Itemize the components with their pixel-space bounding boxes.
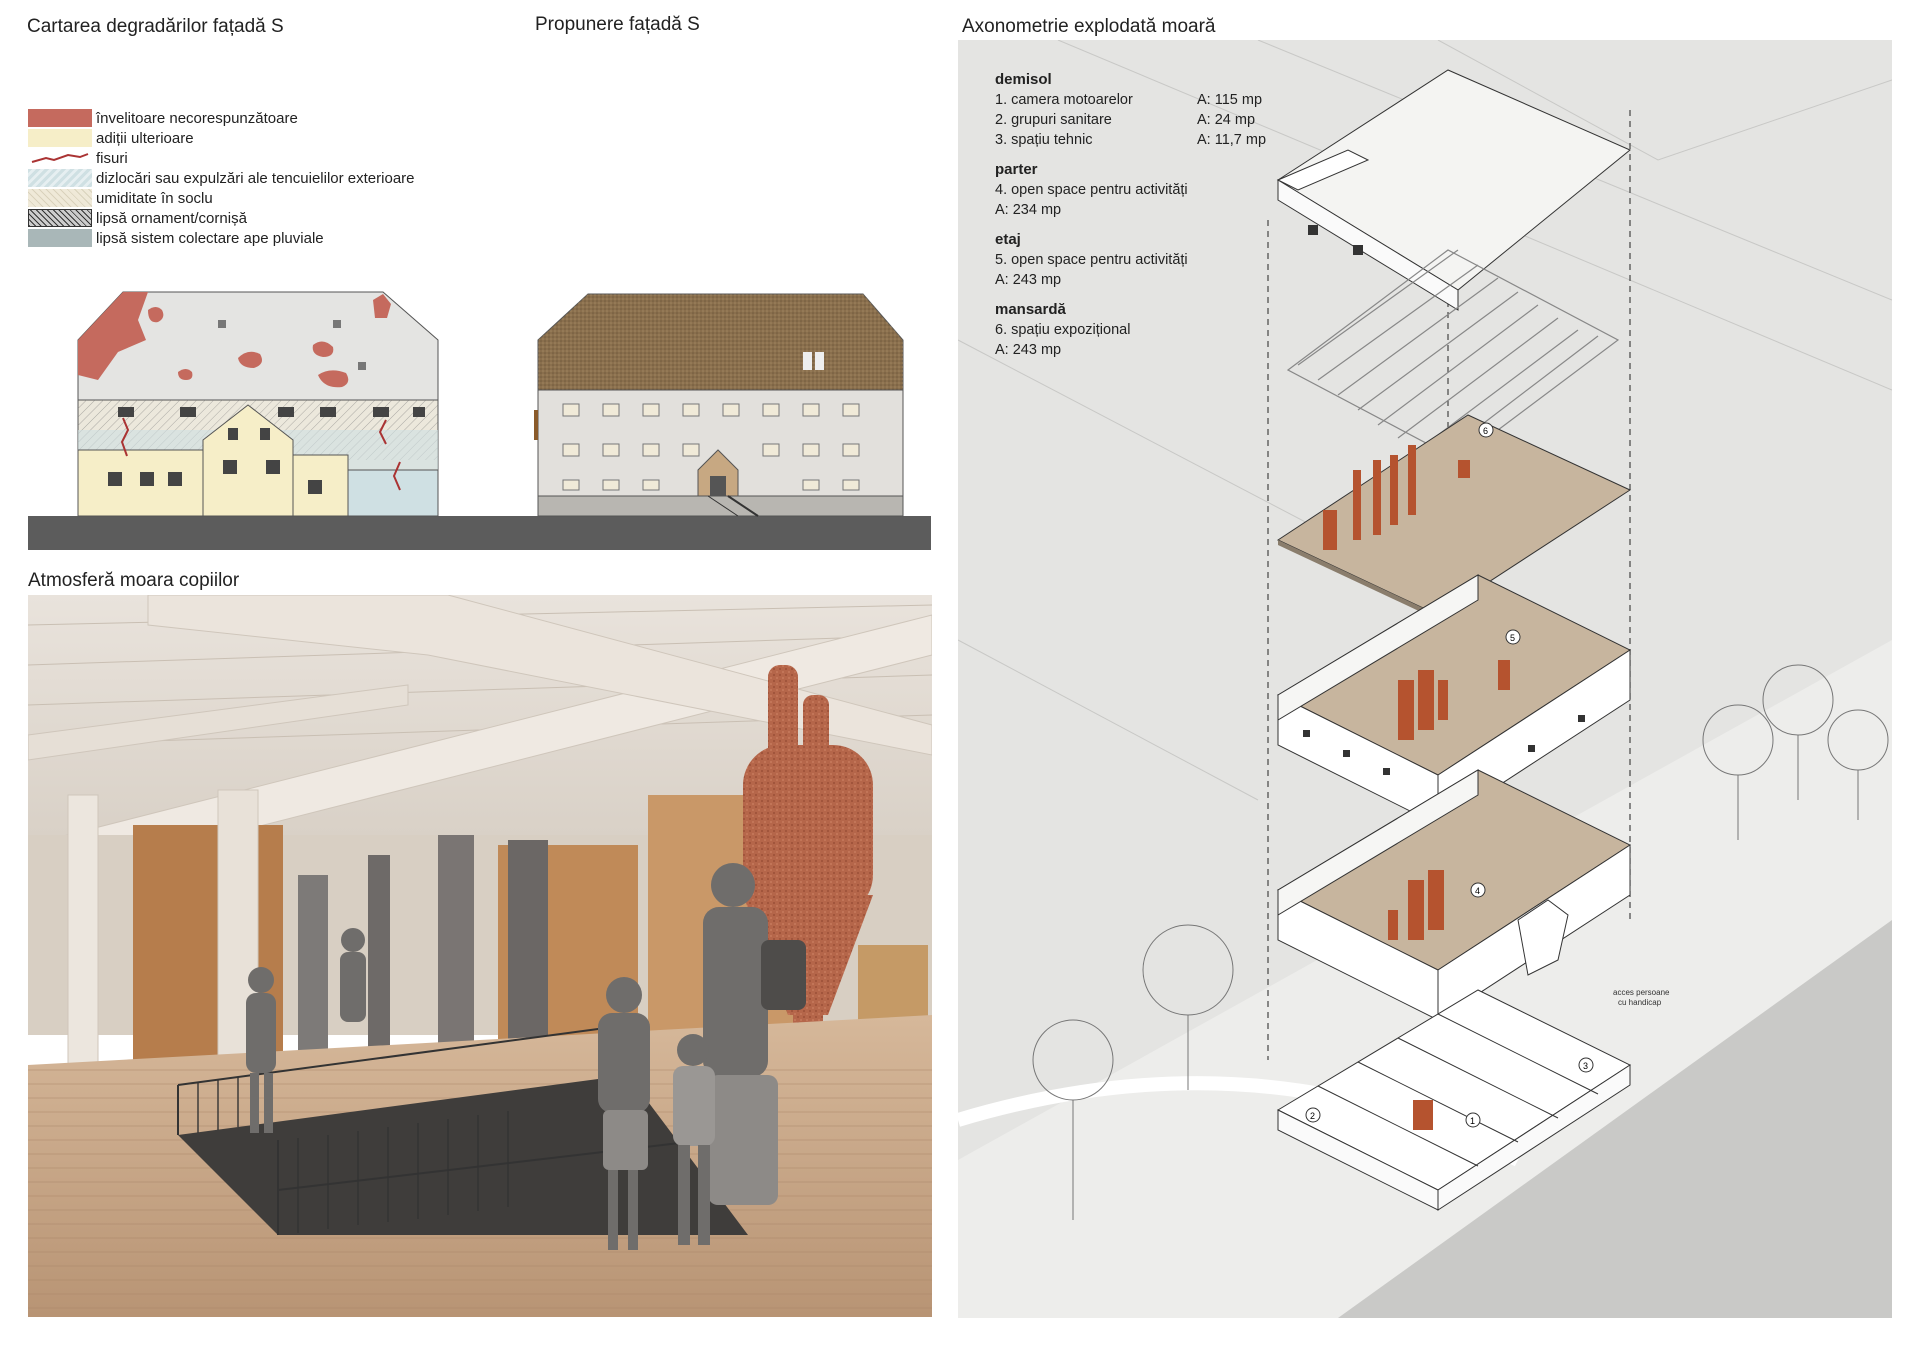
room-area: A: 243 mp: [995, 342, 1062, 358]
legend-item-roof: învelitoare necorespunzătoare: [28, 108, 415, 128]
legend-label: dizlocări sau expulzări ale tencuielilor…: [96, 169, 415, 187]
program-heading-etaj: etaj: [995, 231, 1021, 248]
legend-item-additions: adiții ulterioare: [28, 128, 415, 148]
additions-swatch: [28, 129, 92, 147]
marker-3: 3: [1583, 1061, 1588, 1071]
existing-facade: [77, 291, 439, 517]
roof-level: [1276, 69, 1631, 311]
exploded-axonometry: 6 5: [958, 40, 1892, 1318]
degradation-legend: învelitoare necorespunzătoare adiții ult…: [28, 108, 415, 248]
legend-item-humidity: umiditate în soclu: [28, 188, 415, 208]
atmosphere-render: [28, 595, 932, 1317]
legend-label: adiții ulterioare: [96, 129, 194, 147]
room-name: 5. open space pentru activități: [995, 252, 1188, 268]
marker-4: 4: [1475, 886, 1480, 896]
program-row: A: 243 mp: [995, 270, 1266, 290]
facades-panel: [28, 280, 931, 550]
program-row: 1. camera motoarelor A: 115 mp: [995, 90, 1266, 110]
ground-strip: [28, 516, 931, 550]
roof-damage-swatch: [28, 109, 92, 127]
room-name: 4. open space pentru activități: [995, 182, 1188, 198]
program-row: 6. spațiu expozițional: [995, 320, 1266, 340]
program-heading-parter: parter: [995, 161, 1038, 178]
room-area: A: 11,7 mp: [1197, 132, 1267, 148]
handicap-label: cu handicap: [1618, 998, 1662, 1007]
crack-line-swatch: [28, 149, 92, 167]
legend-label: fisuri: [96, 149, 128, 167]
room-area: A: 115 mp: [1197, 92, 1263, 108]
attic-level: 6: [1276, 414, 1632, 620]
room-area: A: 24 mp: [1197, 112, 1256, 128]
room-name: 3. spațiu tehnic: [995, 132, 1093, 148]
ground-floor-level: 4 acces persoane cu handicap: [1276, 769, 1670, 1021]
program-row: 2. grupuri sanitare A: 24 mp: [995, 110, 1266, 130]
legend-label: lipsă sistem colectare ape pluviale: [96, 229, 324, 247]
legend-item-plaster: dizlocări sau expulzări ale tencuielilor…: [28, 168, 415, 188]
marker-5: 5: [1510, 633, 1515, 643]
marker-2: 2: [1310, 1111, 1315, 1121]
basement-level: 2 1 3: [1276, 989, 1632, 1211]
interior-scene: [28, 595, 932, 1317]
cornice-hatch-swatch: [28, 209, 92, 227]
gutter-swatch: [28, 229, 92, 247]
legend-item-cornice: lipsă ornament/cornișă: [28, 208, 415, 228]
legend-label: umiditate în soclu: [96, 189, 213, 207]
plaster-swatch: [28, 169, 92, 187]
room-name: 1. camera motoarelor: [995, 92, 1133, 108]
legend-item-gutter: lipsă sistem colectare ape pluviale: [28, 228, 415, 248]
legend-item-cracks: fisuri: [28, 148, 415, 168]
proposal-facade: [534, 293, 904, 517]
axonometry-panel: 6 5: [958, 40, 1892, 1318]
program-row: A: 243 mp: [995, 340, 1266, 360]
room-name: 2. grupuri sanitare: [995, 112, 1112, 128]
facades-drawing: [28, 291, 931, 550]
humidity-hatch-swatch: [28, 189, 92, 207]
program-row: 3. spațiu tehnic A: 11,7 mp: [995, 130, 1266, 150]
program-list: demisol 1. camera motoarelor A: 115 mp 2.…: [995, 70, 1266, 360]
program-row: 4. open space pentru activități: [995, 180, 1266, 200]
program-heading-mansarda: mansardă: [995, 301, 1066, 318]
room-name: 6. spațiu expozițional: [995, 322, 1131, 338]
atmosphere-title: Atmosferă moara copiilor: [28, 570, 240, 591]
program-row: 5. open space pentru activități: [995, 250, 1266, 270]
degradation-title: Cartarea degradărilor fațadă S: [27, 16, 284, 37]
legend-label: lipsă ornament/cornișă: [96, 209, 247, 227]
room-area: A: 243 mp: [995, 272, 1062, 288]
legend-label: învelitoare necorespunzătoare: [96, 109, 298, 127]
program-row: A: 234 mp: [995, 200, 1266, 220]
proposal-title: Propunere fațadă S: [535, 14, 700, 35]
axonometry-title: Axonometrie explodată moară: [962, 16, 1216, 37]
roof-truss: [1286, 249, 1620, 461]
program-heading-demisol: demisol: [995, 71, 1052, 88]
access-label: acces persoane: [1613, 988, 1670, 997]
room-area: A: 234 mp: [995, 202, 1062, 218]
marker-6: 6: [1483, 426, 1488, 436]
people: [246, 863, 806, 1250]
trees: [1032, 664, 1889, 1220]
marker-1: 1: [1470, 1116, 1475, 1126]
